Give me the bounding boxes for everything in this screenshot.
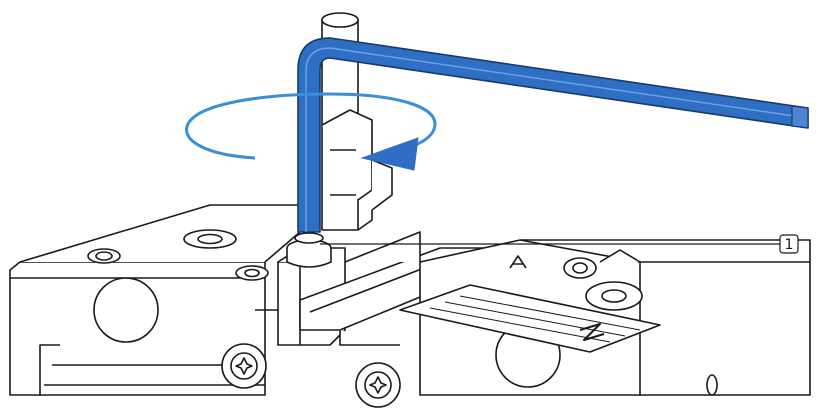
left-gripper-body bbox=[9, 204, 301, 396]
torx-screw-icon bbox=[221, 343, 267, 389]
hex-key-tool bbox=[297, 37, 809, 233]
torx-screw-icon bbox=[355, 362, 401, 408]
callout-number: 1 bbox=[785, 237, 794, 253]
vertical-pin bbox=[321, 12, 359, 126]
right-gripper-body bbox=[399, 239, 811, 396]
callout-1: 1 bbox=[320, 234, 799, 254]
rotation-arrow-icon bbox=[185, 92, 437, 171]
clamp-block bbox=[321, 109, 393, 231]
callout-number-box bbox=[779, 234, 799, 254]
